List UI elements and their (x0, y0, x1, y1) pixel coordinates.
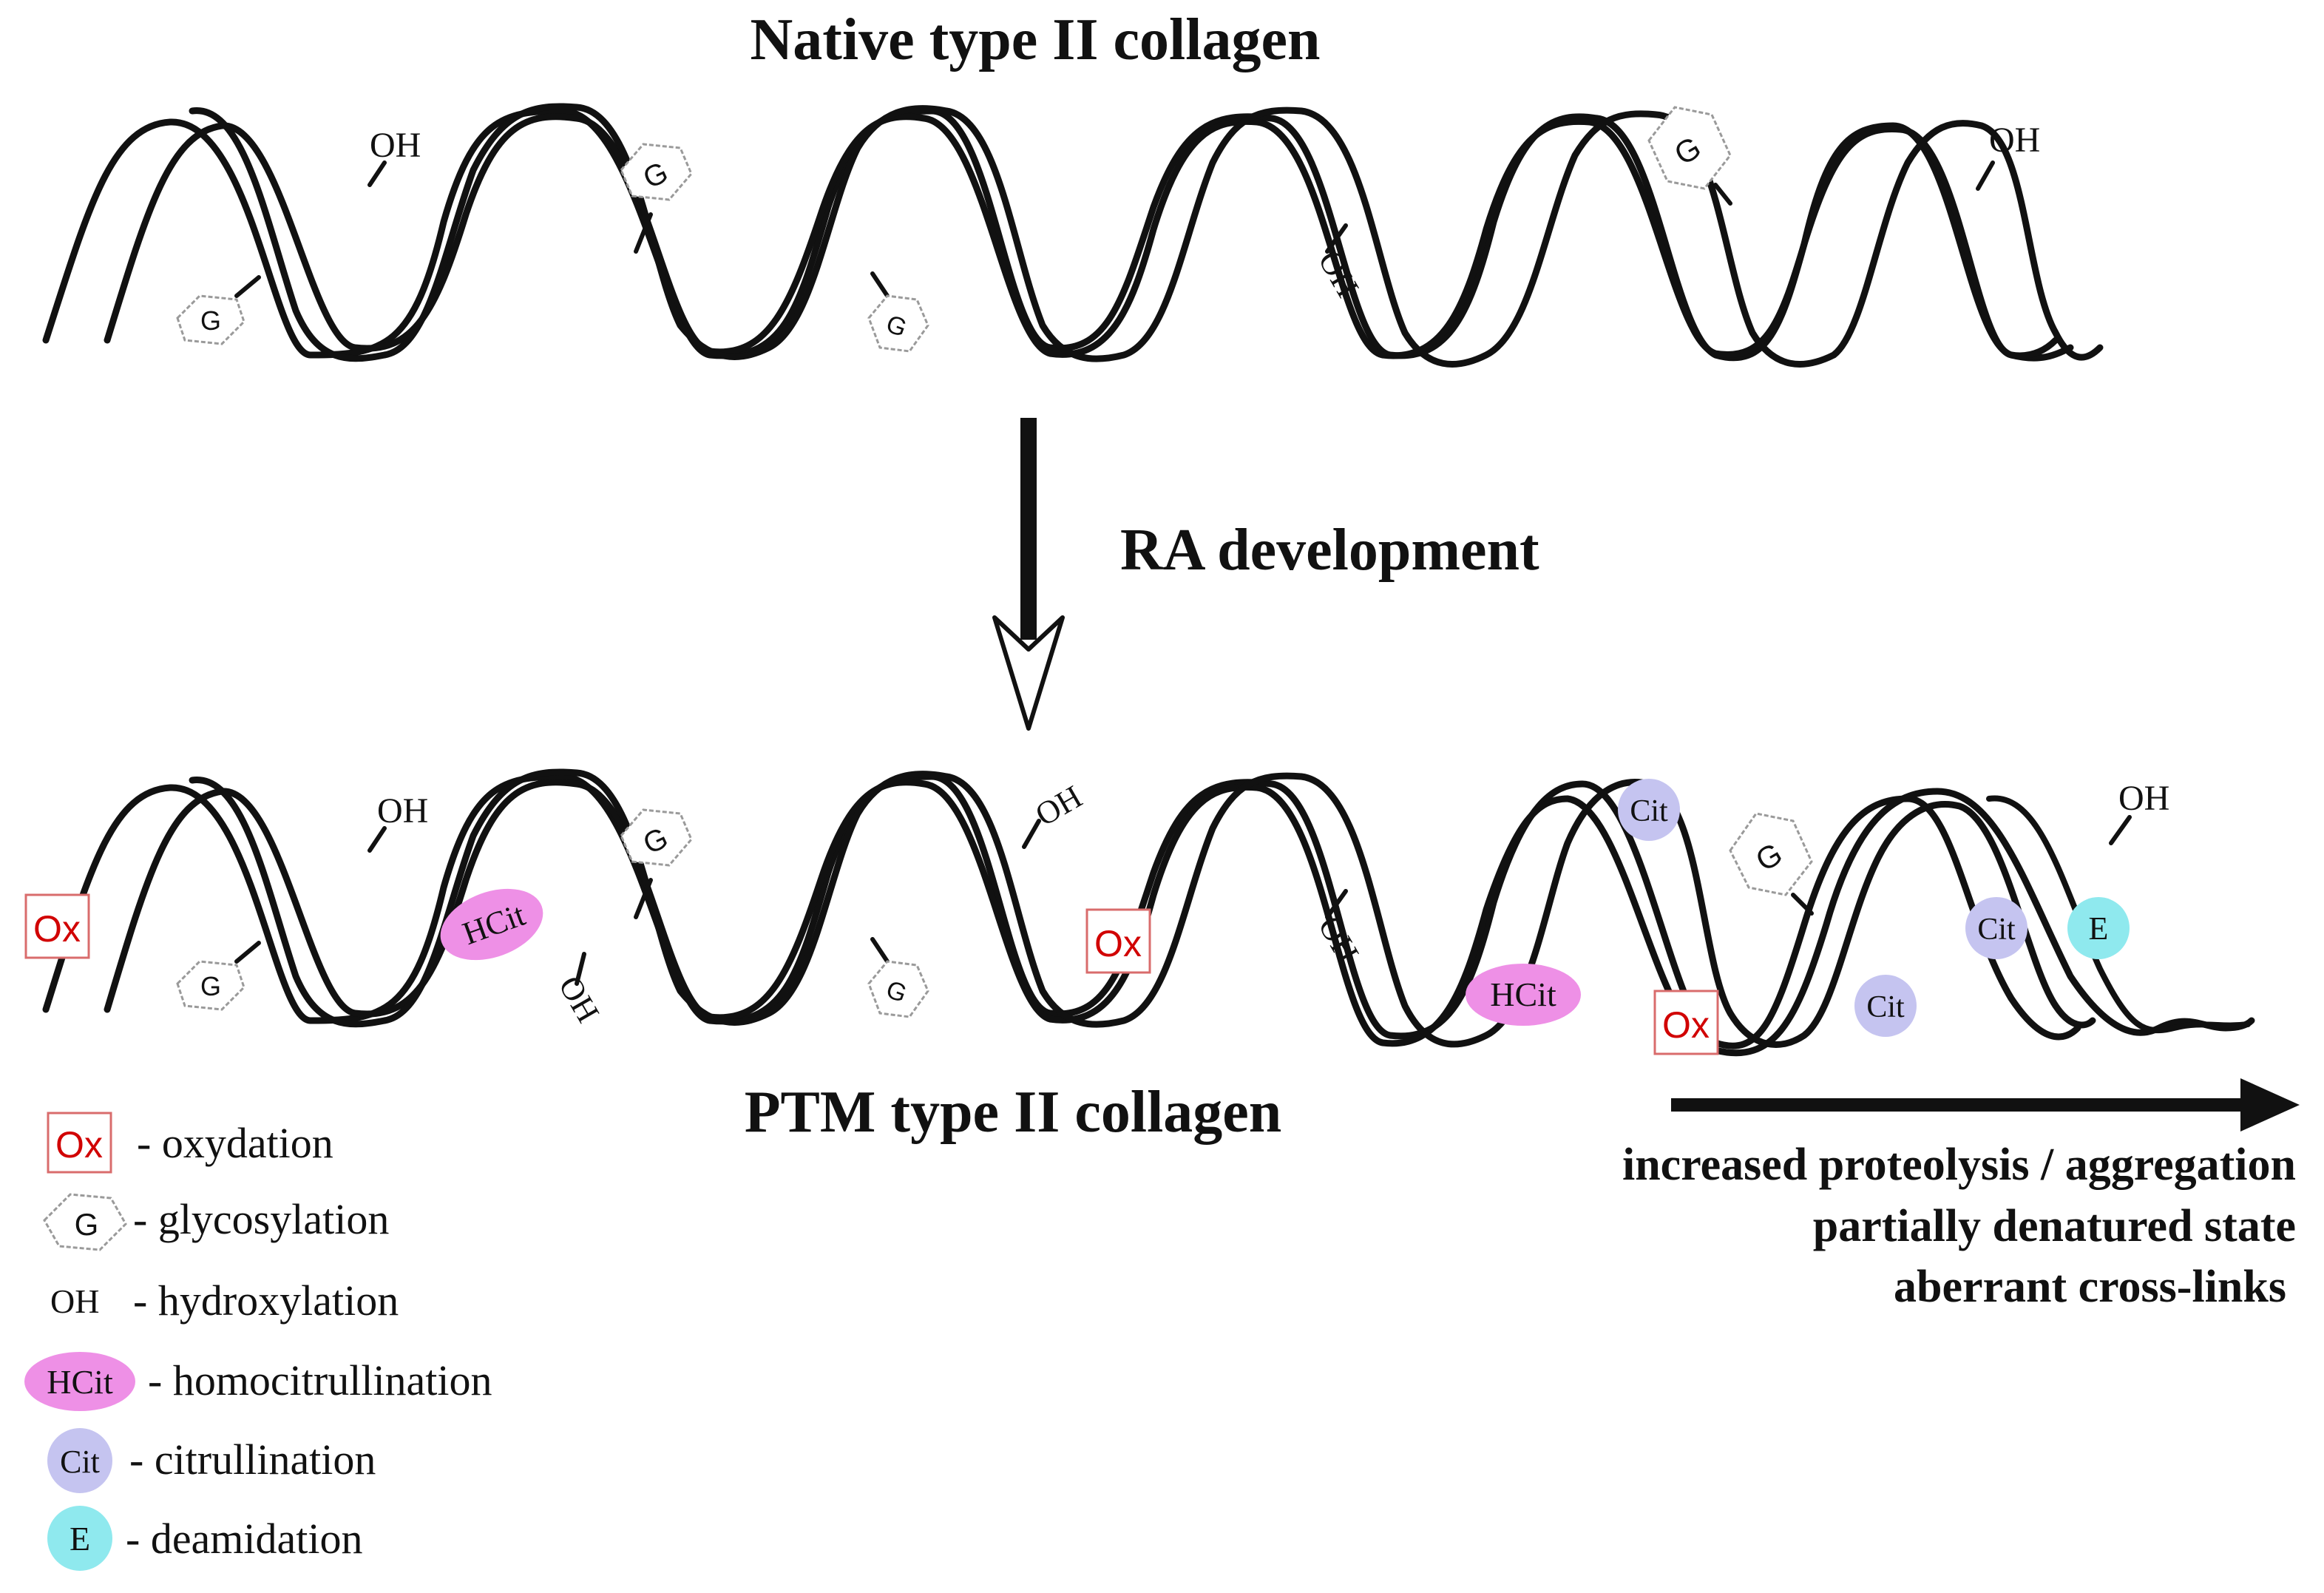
native-strand-1 (42, 107, 2074, 362)
glycosylation-hexagon-icon (867, 294, 929, 353)
legend-label: - glycosylation (133, 1195, 389, 1243)
homocitrullination-ellipse-icon (1466, 964, 1581, 1026)
progression-arrow-head-icon (2240, 1078, 2300, 1132)
oh-stub (367, 826, 387, 853)
outcome-item: partially denatured state (1813, 1201, 2296, 1251)
oh-stub (1976, 160, 1995, 191)
oh-label: OH (1311, 910, 1366, 970)
oxidation-box-icon (24, 893, 90, 959)
legend-item-glycosylation: G - glycosylation (43, 1193, 389, 1251)
glycosylation-hexagon-icon (867, 960, 929, 1018)
ox-label: Ox (1094, 923, 1142, 964)
legend-symbol: Cit (60, 1444, 100, 1480)
ptm-modifications: Ox G OH HCit OH G G OH Ox OH HCit (24, 778, 2169, 1055)
citrullination-circle-icon (1965, 897, 2027, 959)
glycosylation-hexagon-icon (1647, 106, 1732, 190)
oh-label: OH (552, 970, 606, 1029)
progression-arrow-shaft (1671, 1098, 2248, 1112)
oxidation-box-icon (47, 1112, 112, 1174)
glyco-stub (234, 941, 261, 964)
ra-development-arrow (992, 418, 1065, 731)
ox-label: Ox (1662, 1004, 1710, 1046)
oh-stub (1325, 223, 1348, 254)
native-modifications: OH G G G OH G OH (176, 106, 2040, 353)
homocitrullination-ellipse-icon (440, 888, 543, 961)
citrullination-circle-icon (1618, 779, 1680, 841)
ptm-strand-3 (189, 768, 2096, 1048)
ox-label: Ox (33, 908, 81, 950)
cit-label: Cit (1630, 794, 1668, 828)
ptm-strand-2 (104, 779, 2255, 1057)
legend-label: - hydroxylation (133, 1276, 399, 1325)
hcit-label: HCit (1490, 975, 1556, 1013)
glyco-stub (870, 271, 890, 298)
legend-symbol: Ox (55, 1124, 103, 1166)
native-strand-2 (104, 113, 2059, 359)
oh-label: OH (2118, 779, 2169, 818)
legend-label: - deamidation (126, 1515, 363, 1563)
glyco-stub (1791, 893, 1814, 916)
legend-symbol: E (70, 1520, 90, 1558)
legend-label: - oxydation (137, 1119, 333, 1167)
legend-item-citrullination: Cit - citrullination (47, 1428, 376, 1493)
arrow-shaft (1020, 418, 1037, 640)
glyco-stub (634, 878, 653, 919)
deamidation-circle-icon (2067, 897, 2130, 959)
e-label: E (2089, 910, 2109, 947)
progression-arrow (1671, 1078, 2300, 1132)
legend-label: - citrullination (129, 1435, 376, 1484)
glycosylation-hexagon-icon (620, 143, 693, 201)
cit-label: Cit (1866, 990, 1905, 1024)
oh-stub (367, 160, 387, 187)
native-collagen-title: Native type II collagen (750, 7, 1320, 72)
homocitrullination-ellipse-icon (24, 1352, 135, 1411)
legend-symbol: G (75, 1207, 99, 1242)
glyco-label: G (200, 305, 221, 336)
native-strand-3 (189, 103, 2104, 368)
glyco-stub (634, 212, 653, 254)
glyco-label: G (200, 971, 221, 1001)
glyco-stub (1713, 183, 1732, 206)
legend-item-homocitrullination: HCit - homocitrullination (24, 1352, 492, 1411)
glycosylation-hexagon-icon (176, 960, 245, 1011)
oh-stub (2109, 815, 2132, 845)
legend-item-deamidation: E - deamidation (47, 1506, 363, 1571)
legend-symbol: OH (50, 1282, 99, 1320)
glyco-stub (234, 275, 261, 298)
citrullination-circle-icon (1854, 975, 1917, 1037)
legend-symbol: HCit (47, 1363, 113, 1401)
legend-item-oxidation: Ox - oxydation (47, 1112, 333, 1174)
native-triple-helix (42, 103, 2104, 368)
outcome-item: increased proteolysis / aggregation (1622, 1140, 2296, 1190)
oh-label: OH (1311, 245, 1366, 304)
legend-item-hydroxylation: OH - hydroxylation (50, 1276, 399, 1325)
outcome-item: aberrant cross-links (1894, 1262, 2286, 1312)
oxidation-box-icon (1653, 990, 1719, 1055)
outcomes-list: increased proteolysis / aggregation part… (1622, 1140, 2296, 1312)
glycosylation-hexagon-icon (43, 1193, 127, 1251)
oh-stub (1022, 819, 1041, 849)
cit-label: Cit (1977, 913, 2016, 947)
glycosylation-hexagon-icon (1729, 812, 1813, 896)
legend: Ox - oxydation G - glycosylation OH - hy… (24, 1112, 492, 1571)
ptm-triple-helix (42, 768, 2255, 1057)
deamidation-circle-icon (47, 1506, 112, 1571)
arrow-head-icon (992, 615, 1065, 731)
oh-stub (575, 952, 586, 986)
citrullination-circle-icon (47, 1428, 112, 1493)
glyco-stub (870, 937, 890, 964)
legend-label: - homocitrullination (148, 1356, 492, 1404)
oh-label: OH (1989, 121, 2040, 160)
glycosylation-hexagon-icon (620, 808, 693, 867)
ra-development-label: RA development (1120, 518, 1539, 583)
oh-label: OH (377, 791, 428, 831)
ptm-collagen-title: PTM type II collagen (745, 1080, 1282, 1145)
oxidation-box-icon (1085, 908, 1151, 974)
ptm-strand-4 (1986, 795, 2251, 1034)
oh-stub (1325, 889, 1348, 919)
glycosylation-hexagon-icon (176, 294, 245, 345)
oh-label: OH (370, 126, 421, 165)
